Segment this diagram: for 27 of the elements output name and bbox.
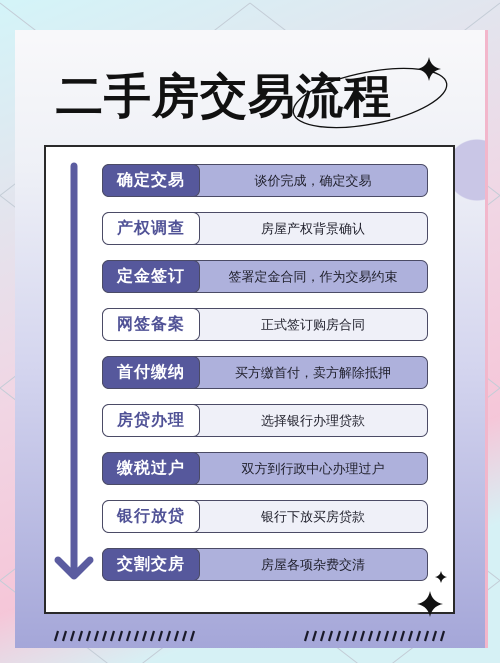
step-row bbox=[102, 164, 428, 197]
step-name: 网签备案 bbox=[102, 308, 200, 341]
step-name: 确定交易 bbox=[102, 164, 200, 197]
step-description: 签署定金合同，作为交易约束 bbox=[228, 268, 398, 286]
step-row bbox=[102, 452, 428, 485]
step-row bbox=[102, 212, 428, 245]
step-description: 房屋各项杂费交清 bbox=[260, 556, 366, 574]
step-name: 首付缴纳 bbox=[102, 356, 200, 389]
step-name: 房贷办理 bbox=[102, 404, 200, 437]
step-row bbox=[102, 548, 428, 581]
step-row bbox=[102, 500, 428, 533]
step-description: 选择银行办理贷款 bbox=[260, 412, 366, 430]
step-name: 银行放贷 bbox=[102, 500, 200, 533]
step-description: 正式签订购房合同 bbox=[260, 316, 366, 334]
step-description: 银行下放买房贷款 bbox=[260, 508, 366, 526]
step-description: 双方到行政中心办理过户 bbox=[240, 460, 386, 478]
step-description: 谈价完成，确定交易 bbox=[254, 172, 372, 190]
step-description: 买方缴首付，卖方解除抵押 bbox=[234, 364, 392, 382]
step-name: 交割交房 bbox=[102, 548, 200, 581]
step-name: 定金签订 bbox=[102, 260, 200, 293]
step-row bbox=[102, 308, 428, 341]
step-row bbox=[102, 404, 428, 437]
step-row bbox=[102, 356, 428, 389]
step-name: 缴税过户 bbox=[102, 452, 200, 485]
step-name: 产权调查 bbox=[102, 212, 200, 245]
step-description: 房屋产权背景确认 bbox=[260, 220, 366, 238]
step-row bbox=[102, 260, 428, 293]
